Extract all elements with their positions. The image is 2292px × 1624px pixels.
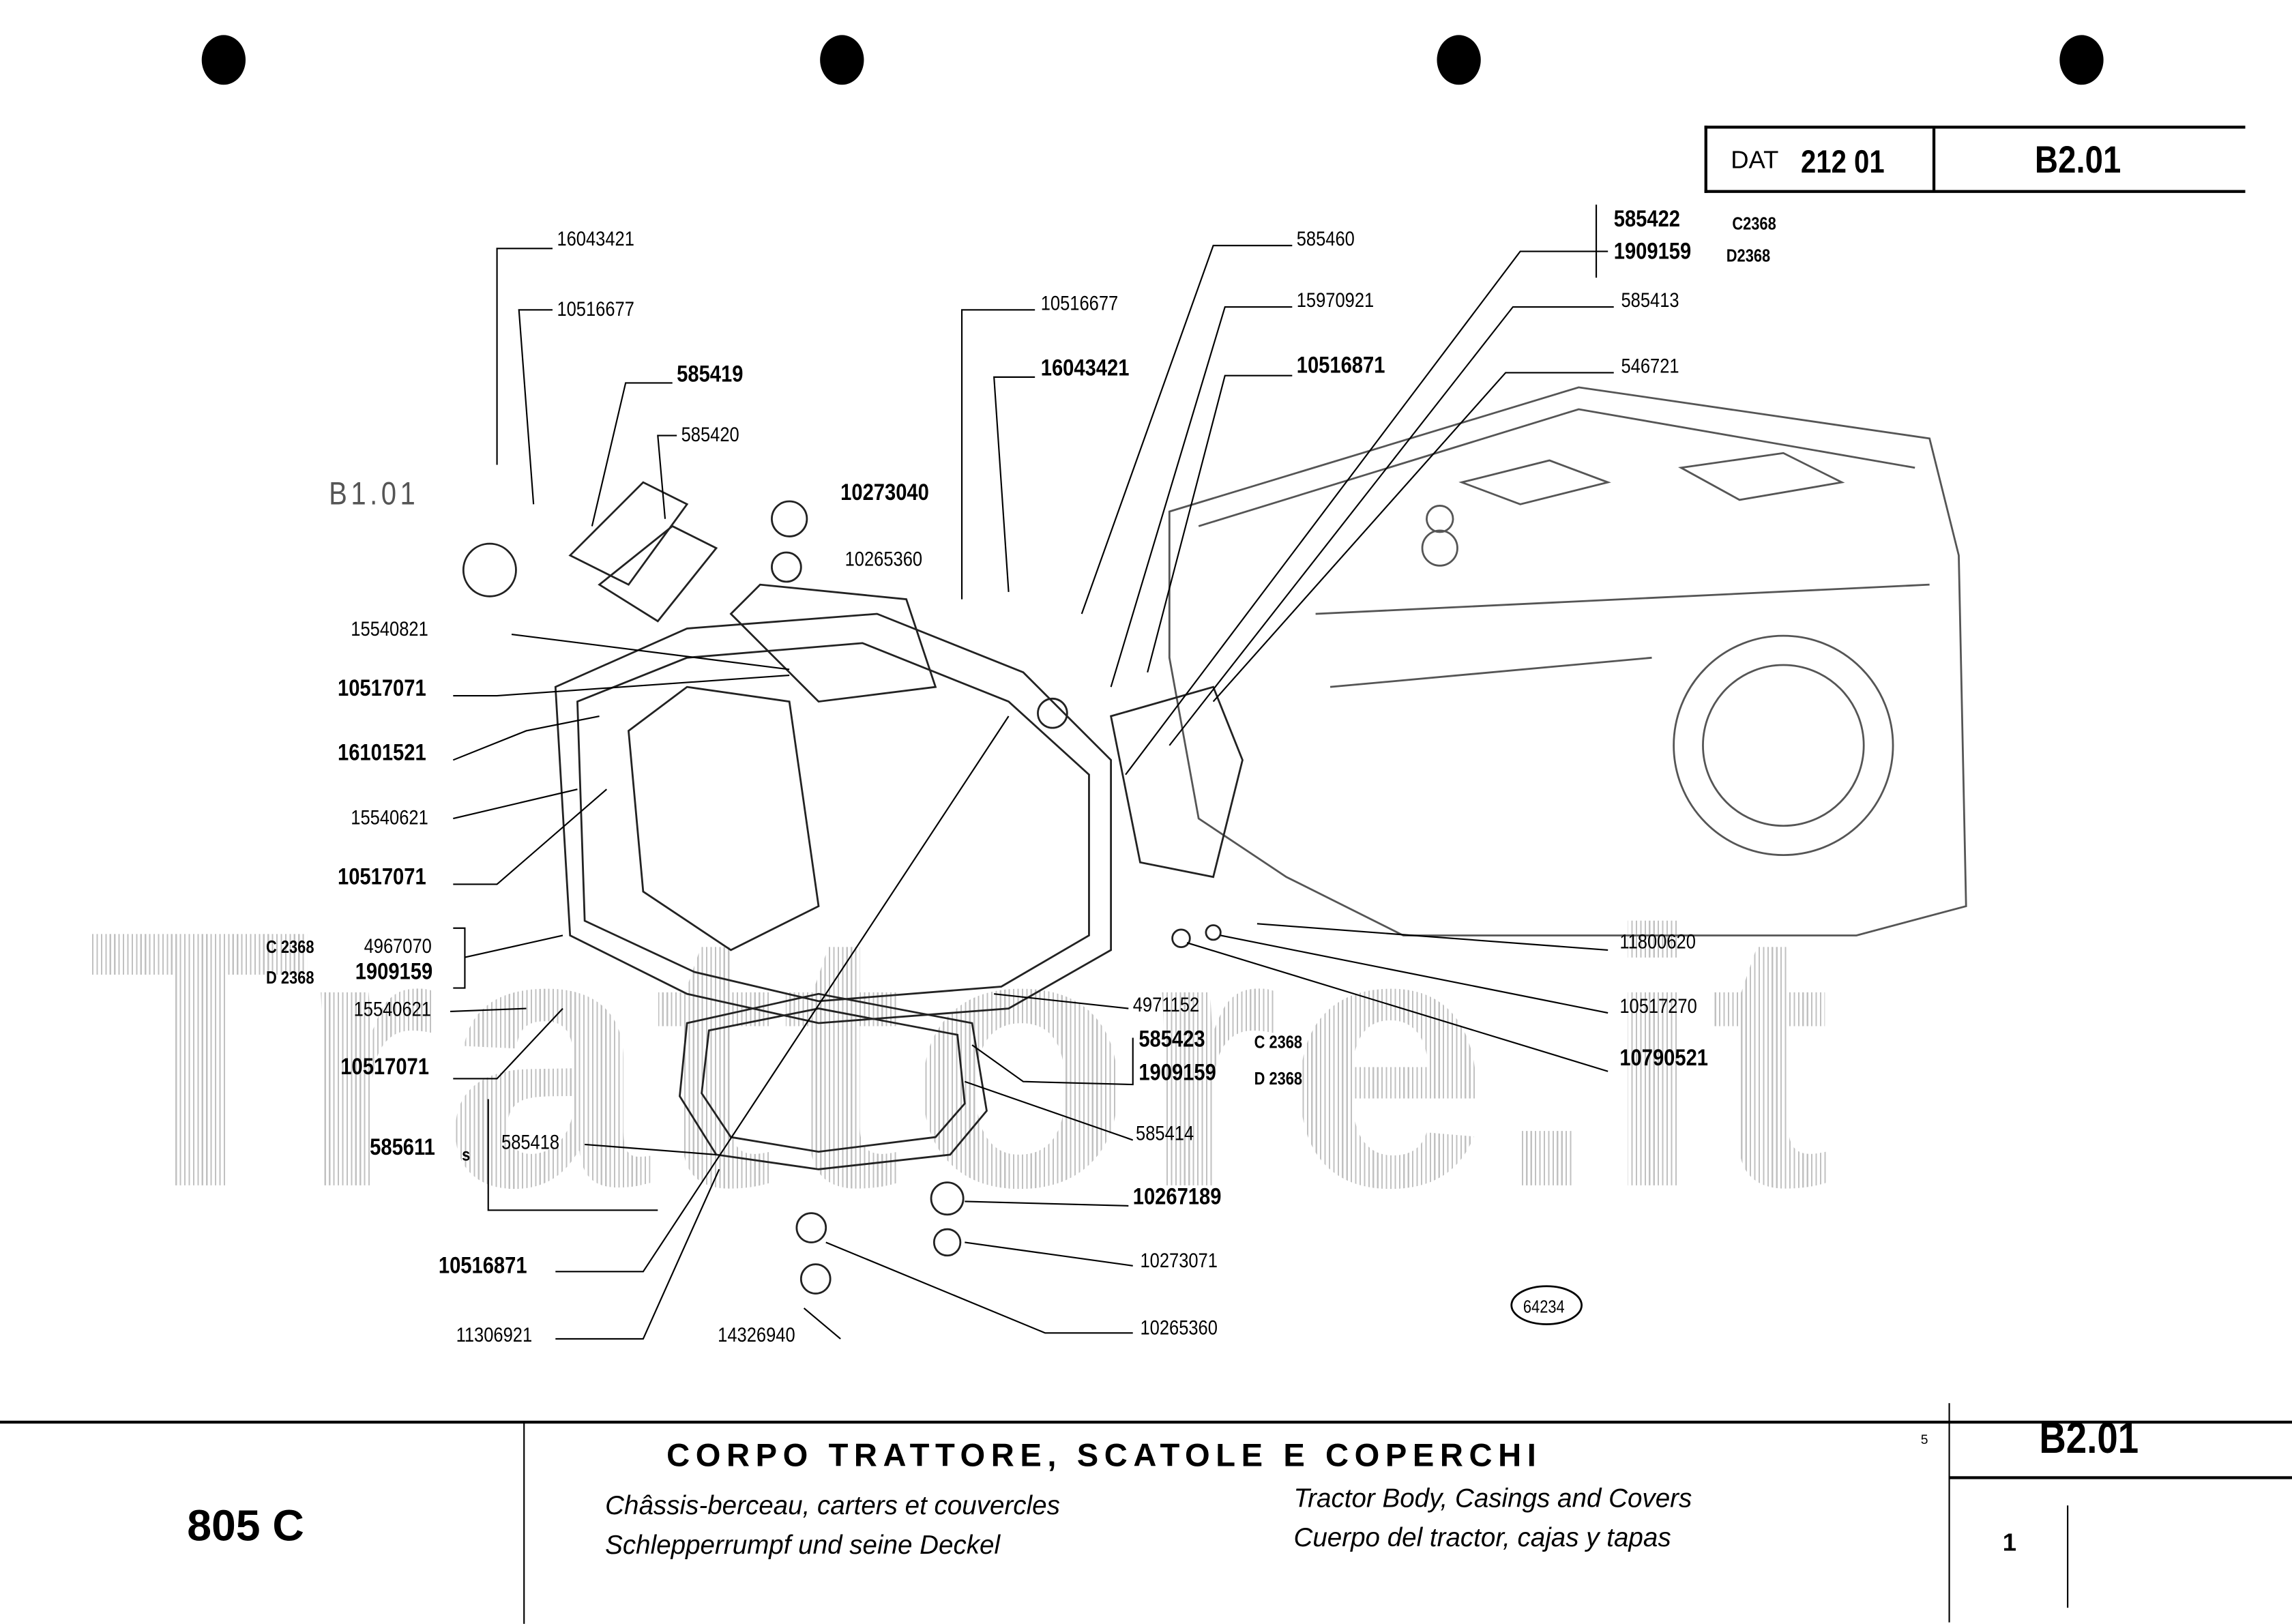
part-number: 585413 <box>1621 288 1679 312</box>
footer-divider <box>0 1420 2292 1424</box>
title-german: Schlepperrumpf und seine Deckel <box>605 1530 1001 1560</box>
binder-hole <box>1437 35 1481 85</box>
part-number: 10517270 <box>1619 994 1697 1018</box>
part-number: 585420 <box>681 422 739 446</box>
part-number: 10265360 <box>844 546 923 570</box>
part-number: 1909159 <box>1613 239 1692 265</box>
part-number: 10516871 <box>438 1254 527 1280</box>
part-number: 585611 <box>370 1136 435 1161</box>
part-number: 585418 <box>501 1130 560 1153</box>
drawing-number-oval <box>1510 1285 1583 1325</box>
part-number: 11800620 <box>1619 929 1696 954</box>
variant-code: D 2368 <box>1254 1068 1303 1089</box>
title-spanish: Cuerpo del tractor, cajas y tapas <box>1293 1522 1671 1552</box>
part-number: 10273071 <box>1140 1248 1218 1272</box>
part-number: 10516871 <box>1296 353 1385 379</box>
part-number: 585423 <box>1138 1027 1205 1052</box>
binder-hole <box>2059 35 2104 85</box>
part-suffix: s <box>462 1144 471 1165</box>
header-box: DAT 212 01 B2.01 <box>1704 126 2246 193</box>
leader-lines <box>450 205 1614 1340</box>
part-number: 1909159 <box>355 960 433 986</box>
sheet-number: 1 <box>2002 1529 2017 1557</box>
drawing-number: 64234 <box>1523 1296 1565 1317</box>
title-english: Tractor Body, Casings and Covers <box>1293 1483 1692 1513</box>
variant-code: D2368 <box>1726 246 1771 267</box>
part-number: 585414 <box>1136 1121 1194 1145</box>
dat-number: 212 01 <box>1801 143 1885 180</box>
dat-prefix: DAT <box>1731 146 1779 175</box>
oil-sump <box>679 992 988 1170</box>
variant-code: C 2368 <box>266 936 314 958</box>
title-french: Châssis-berceau, carters et couvercles <box>605 1490 1060 1520</box>
part-number: 15540621 <box>353 996 432 1020</box>
part-number: 10516677 <box>557 297 634 321</box>
model-name: 805 C <box>187 1502 304 1551</box>
page-code: B2.01 <box>2034 137 2121 181</box>
part-number: 10790521 <box>1619 1046 1708 1072</box>
part-number: 1909159 <box>1138 1061 1216 1087</box>
part-number: 585422 <box>1613 207 1681 233</box>
variant-code: D 2368 <box>266 967 314 988</box>
part-number: 10517071 <box>340 1055 429 1080</box>
variant-code: C2368 <box>1732 213 1776 234</box>
part-number: 546721 <box>1621 353 1679 377</box>
part-number: 4971152 <box>1132 992 1200 1016</box>
part-number: 585460 <box>1296 226 1355 250</box>
part-number: 16043421 <box>557 226 634 250</box>
part-number: 16043421 <box>1040 356 1130 382</box>
part-number: 14326940 <box>718 1323 795 1346</box>
part-number: 16101521 <box>338 741 426 766</box>
cover-plates <box>462 481 1244 1295</box>
part-number: 10517071 <box>338 865 426 891</box>
variant-code: C 2368 <box>1254 1031 1303 1052</box>
part-number: 15540621 <box>351 805 428 829</box>
part-number: 10265360 <box>1140 1315 1218 1339</box>
binder-hole <box>201 35 246 85</box>
part-number: 585419 <box>677 362 744 387</box>
transmission-housing <box>1168 386 1967 936</box>
part-number: 15540821 <box>351 617 428 640</box>
part-number: 10517071 <box>338 677 426 702</box>
front-casing <box>554 583 1112 1024</box>
part-number: 4967070 <box>364 934 432 958</box>
part-number: 10516677 <box>1040 291 1119 314</box>
part-number: 11306921 <box>456 1323 533 1346</box>
footer-page-code: B2.01 <box>2039 1415 2139 1464</box>
title-italian: CORPO TRATTORE, SCATOLE E COPERCHI <box>666 1436 1542 1474</box>
ref-label: B1.01 <box>329 475 420 512</box>
small-mark: 5 <box>1920 1432 1928 1447</box>
part-number: 10273040 <box>840 481 929 506</box>
binder-hole <box>820 35 864 85</box>
part-number: 10267189 <box>1132 1185 1222 1211</box>
part-number: 15970921 <box>1296 288 1375 312</box>
